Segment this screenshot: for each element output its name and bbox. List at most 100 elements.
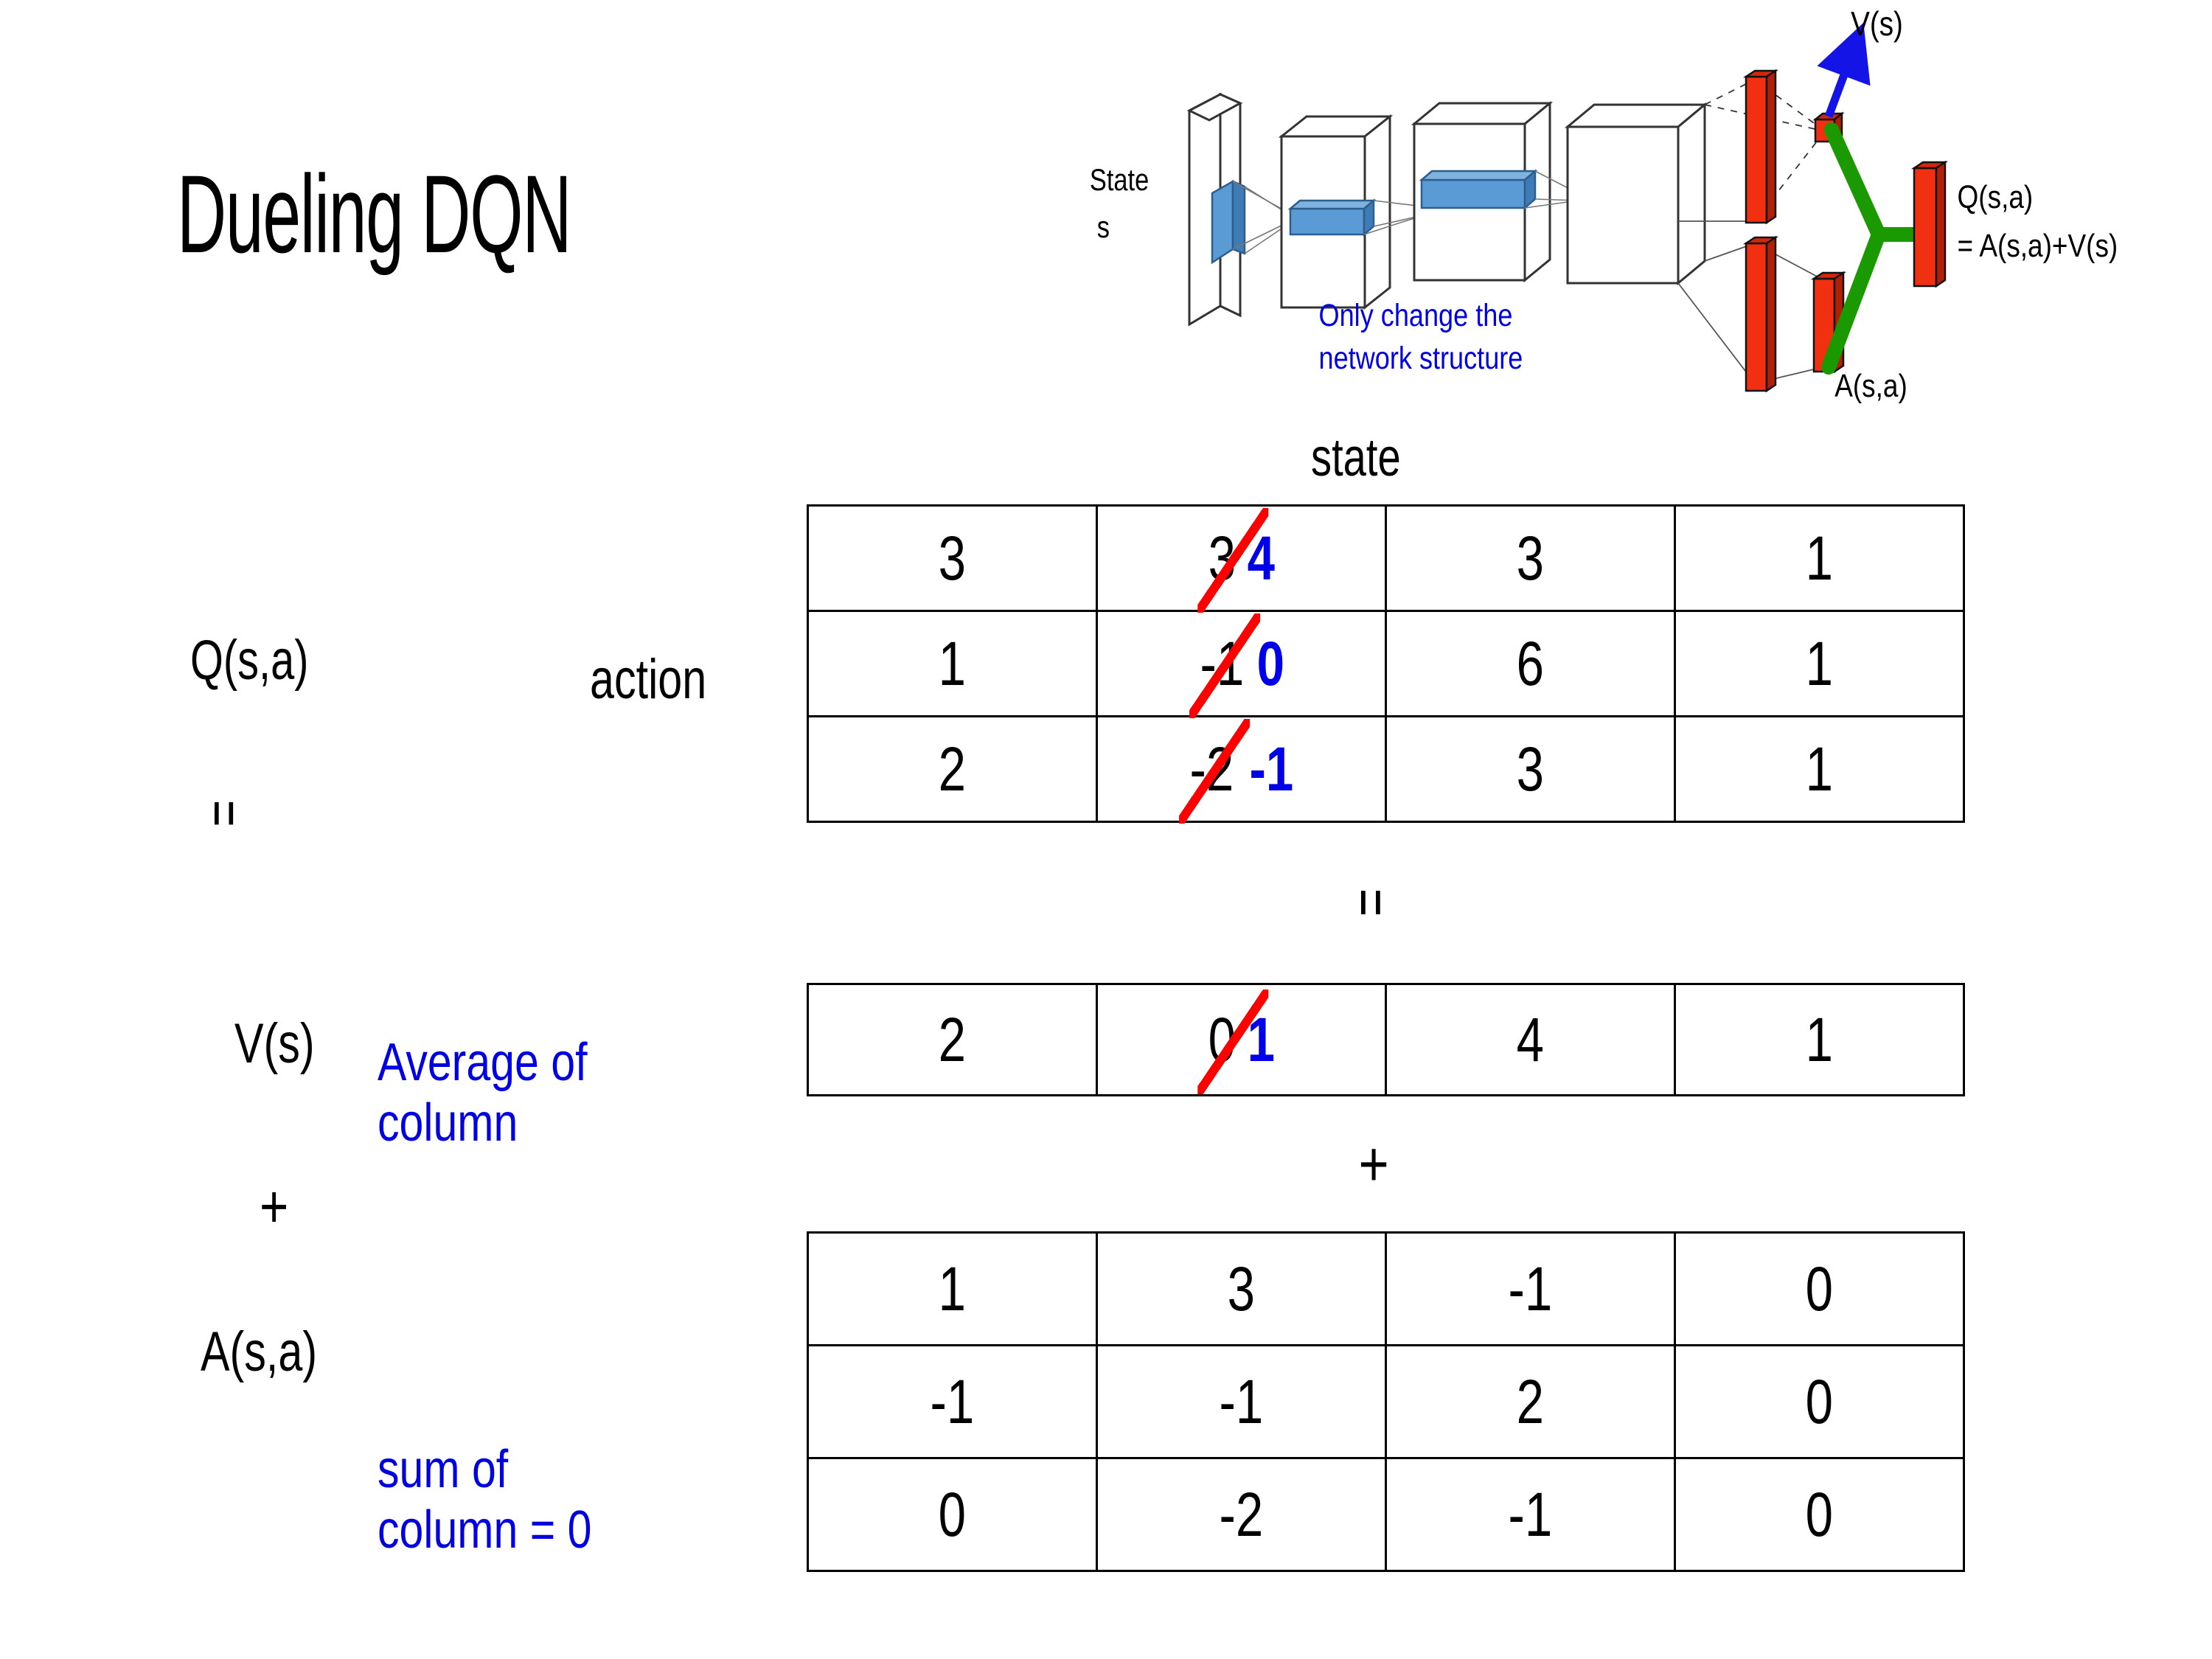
struck-old-value: 3 — [1197, 507, 1268, 613]
sum-note-line1: sum of — [378, 1440, 509, 1499]
state-axis-label: state — [1311, 428, 1401, 487]
table-cell: 1 — [807, 1231, 1098, 1346]
table-row: -1 -1 2 0 — [807, 1344, 1965, 1459]
table-cell: 1 — [1674, 504, 1965, 612]
table-cell: 0 — [1674, 1344, 1965, 1459]
table-cell: 2 — [807, 715, 1098, 823]
cell-value: -1 — [1508, 1479, 1553, 1549]
table-cell: 2 — [807, 983, 1098, 1096]
sum-of-column-note: sum of column = 0 — [378, 1439, 591, 1560]
cell-value: 1 — [1805, 734, 1834, 804]
cell-value: 1 — [1805, 523, 1834, 593]
cell-value: -1 — [1219, 1366, 1264, 1436]
action-axis-label: action — [590, 648, 707, 711]
diagram-note-line1: Only change the — [1319, 298, 1513, 333]
table-cell: 4 — [1385, 983, 1676, 1096]
cell-value: 2 — [1516, 1366, 1545, 1436]
diagram-advantage-label: A(s,a) — [1834, 367, 1907, 404]
cell-value: 2 — [938, 1004, 967, 1074]
dueling-network-diagram: State s Only change the network structur… — [1069, 0, 2212, 428]
cell-value: 0 — [1805, 1479, 1834, 1549]
cell-value: 0 — [1805, 1366, 1834, 1436]
equals-operator-left: = — [192, 800, 257, 827]
table-cell: 0 — [1674, 1457, 1965, 1572]
cell-value: 3 — [1516, 523, 1545, 593]
cell-value: 0 — [938, 1479, 967, 1549]
cell-value: 1 — [938, 1253, 967, 1324]
table-cell: -1 — [1385, 1231, 1676, 1346]
table-cell: -1 — [1096, 1344, 1387, 1459]
struck-old-value: 0 — [1197, 989, 1268, 1094]
diagram-output-label-line2: = A(s,a)+V(s) — [1958, 227, 2118, 264]
table-cell: 3 — [1385, 504, 1676, 612]
cell-value: 3 — [938, 523, 967, 593]
conv-block-3 — [1564, 102, 1708, 286]
cell-value: 3 — [1227, 1253, 1256, 1324]
table-cell: 0 — [1674, 1231, 1965, 1346]
q-output-bar — [1910, 160, 1949, 288]
cell-value: 6 — [1516, 628, 1545, 698]
plus-operator-middle: + — [1358, 1129, 1389, 1200]
table-cell: -1 — [1385, 1457, 1676, 1572]
table-cell: 0 — [807, 1457, 1098, 1572]
table-cell: -2-1 — [1096, 715, 1387, 824]
diagram-state-label-line2: s — [1097, 210, 1110, 245]
struck-old-value: -1 — [1189, 613, 1260, 718]
table-row: 0 -2 -1 0 — [807, 1457, 1965, 1572]
cell-value: -2 — [1219, 1479, 1264, 1549]
corrected-new-value: 4 — [1247, 523, 1275, 593]
table-row: 1 3 -1 0 — [807, 1231, 1965, 1346]
plus-operator-left: + — [260, 1173, 289, 1240]
cell-value: 0 — [1805, 1253, 1834, 1324]
cell-value: 3 — [1516, 734, 1545, 804]
sum-note-line2: column = 0 — [378, 1500, 592, 1560]
average-of-column-note: Average of column — [378, 1032, 587, 1153]
corrected-new-value: 0 — [1257, 628, 1285, 698]
merge-connector — [1821, 122, 1926, 375]
q-function-label: Q(s,a) — [190, 629, 309, 692]
table-cell: -2 — [1096, 1457, 1387, 1572]
advantage-stream-bar — [1742, 235, 1779, 393]
table-cell: 6 — [1385, 610, 1676, 717]
cell-value: -1 — [1508, 1253, 1553, 1324]
v-function-label: V(s) — [234, 1012, 315, 1075]
conv-block-2-feature — [1419, 169, 1538, 210]
table-cell: 3 — [1385, 715, 1676, 823]
page-title: Dueling DQN — [177, 152, 571, 276]
corrected-new-value: 1 — [1247, 1004, 1275, 1074]
cell-value: 1 — [938, 628, 967, 698]
table-cell: 1 — [1674, 983, 1965, 1096]
table-row: 2 -2-1 3 1 — [807, 715, 1965, 824]
conv-block-1-feature — [1287, 198, 1377, 237]
cell-value: -1 — [930, 1366, 975, 1436]
table-cell: -1 — [807, 1344, 1098, 1459]
cell-value: 1 — [1805, 1004, 1834, 1074]
diagram-output-label-line1: Q(s,a) — [1958, 178, 2034, 215]
a-value-table: 1 3 -1 0 -1 -1 2 0 0 -2 -1 0 — [807, 1231, 1965, 1572]
receptive-field-patch — [1211, 179, 1246, 265]
diagram-value-label: V(s) — [1851, 5, 1903, 43]
cell-value: 2 — [938, 734, 967, 804]
table-cell: 1 — [807, 610, 1098, 717]
corrected-new-value: -1 — [1248, 734, 1293, 804]
a-function-label: A(s,a) — [201, 1321, 318, 1383]
cell-value: 1 — [1805, 628, 1834, 698]
average-note-line1: Average of — [378, 1033, 588, 1092]
table-cell: 1 — [1674, 610, 1965, 717]
table-cell: 1 — [1674, 715, 1965, 823]
value-arrow-icon — [1817, 22, 1871, 118]
equals-operator-middle: = — [1338, 888, 1405, 917]
cell-value: 4 — [1516, 1004, 1545, 1074]
diagram-state-label-line1: State — [1090, 163, 1149, 198]
